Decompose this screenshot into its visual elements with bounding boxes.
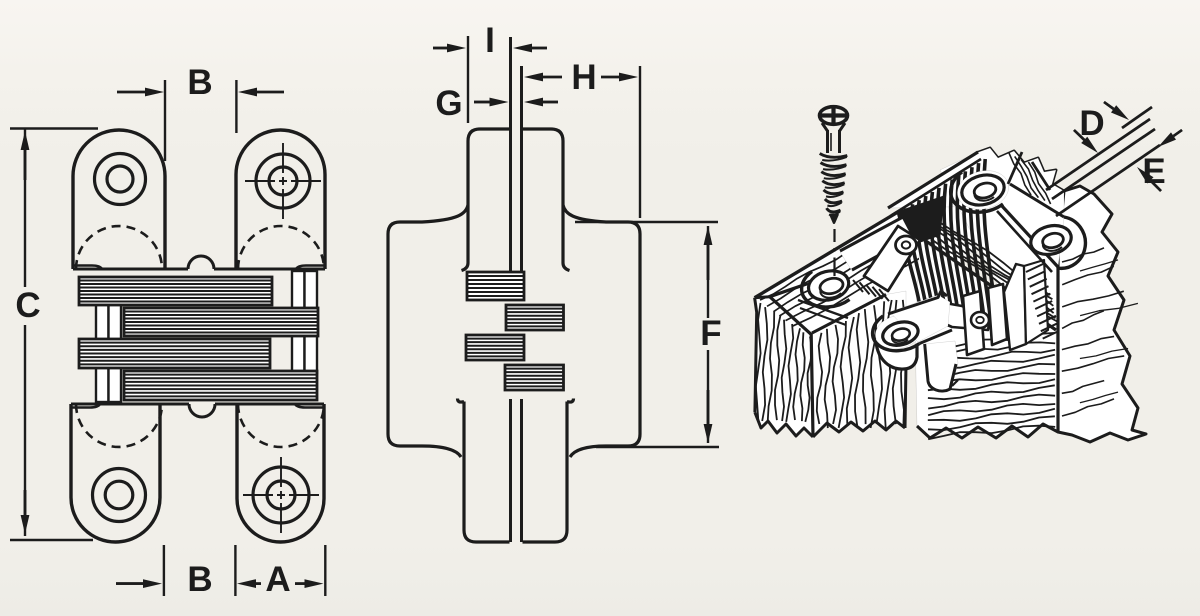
svg-text:C: C (15, 286, 40, 325)
svg-text:B: B (187, 63, 212, 102)
svg-text:A: A (265, 560, 290, 599)
svg-text:H: H (571, 58, 596, 97)
svg-text:I: I (485, 21, 495, 60)
svg-text:D: D (1079, 104, 1104, 143)
svg-text:E: E (1142, 152, 1165, 191)
svg-text:G: G (435, 84, 462, 123)
svg-text:F: F (700, 314, 721, 353)
svg-text:B: B (187, 560, 212, 599)
